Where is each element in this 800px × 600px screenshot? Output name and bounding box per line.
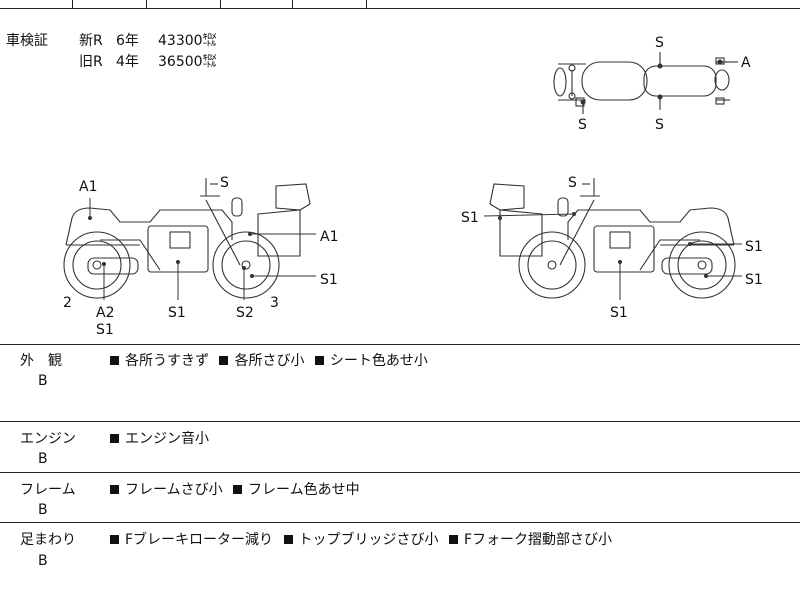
top-view-marker: S <box>655 117 664 133</box>
section-divider <box>0 522 800 523</box>
section-grade-suspension: B <box>38 553 48 569</box>
condition-item: フレームさび小 <box>125 482 223 498</box>
section-items-frame: フレームさび小 フレーム色あせ中 <box>106 479 362 499</box>
inspection-r-new: 新R <box>79 33 103 49</box>
top-cell-divider <box>72 0 73 8</box>
left-side-marker: S1 <box>168 305 186 321</box>
left-side-marker: 2 <box>63 295 72 311</box>
condition-item: Fブレーキローター減り <box>125 532 274 548</box>
left-side-marker: S1 <box>320 272 338 288</box>
condition-item: 各所さび小 <box>234 353 305 369</box>
section-items-engine: エンジン音小 <box>106 428 211 448</box>
bullet-square <box>219 356 229 365</box>
bullet-square <box>110 434 119 443</box>
bullet-square <box>110 535 119 544</box>
left-side-motorcycle <box>63 178 311 299</box>
section-label-suspension: 足まわり <box>20 532 76 548</box>
top-cell-divider <box>366 0 367 8</box>
condition-item: 各所うすきず <box>125 353 209 369</box>
right-side-marker: S1 <box>745 239 763 255</box>
bullet-square <box>110 485 119 494</box>
inspection-km-new: 43300㌖ <box>158 33 217 49</box>
right-side-marker: S1 <box>745 272 763 288</box>
top-cell-divider <box>292 0 293 8</box>
inspection-r-old: 旧R <box>79 54 103 70</box>
section-label-frame: フレーム <box>20 482 76 498</box>
inspection-km-old: 36500㌖ <box>158 54 217 70</box>
top-view-marker: A <box>741 55 751 71</box>
top-view-motorcycle <box>553 52 738 114</box>
left-side-marker: A2 <box>96 305 114 321</box>
section-items-suspension: Fブレーキローター減り トップブリッジさび小 Fフォーク摺動部さび小 <box>106 529 614 549</box>
right-side-marker: S1 <box>610 305 628 321</box>
condition-item: エンジン音小 <box>125 431 209 447</box>
motorcycle-diagram: S S S A <box>63 35 763 338</box>
right-side-motorcycle <box>489 178 736 299</box>
left-side-marker: A1 <box>320 229 338 245</box>
top-view-marker: S <box>578 117 587 133</box>
top-cell-divider <box>220 0 221 8</box>
bullet-square <box>283 535 293 544</box>
left-side-marker: 3 <box>270 295 279 311</box>
section-grade-frame: B <box>38 502 48 518</box>
top-cell-divider <box>146 0 147 8</box>
section-divider <box>0 472 800 473</box>
section-items-exterior: 各所うすきず 各所さび小 シート色あせ小 <box>106 350 430 370</box>
bullet-square <box>448 535 458 544</box>
inspection-years-old: 4年 <box>116 54 139 70</box>
section-label-engine: エンジン <box>20 431 76 447</box>
condition-item: シート色あせ小 <box>329 353 428 369</box>
left-side-marker: S2 <box>236 305 254 321</box>
top-table-border <box>0 8 800 9</box>
section-grade-engine: B <box>38 451 48 467</box>
bullet-square <box>233 485 243 494</box>
section-label-exterior: 外 観 <box>20 353 62 369</box>
section-divider <box>0 421 800 422</box>
left-side-marker: S1 <box>96 322 114 338</box>
left-side-marker: A1 <box>79 179 97 195</box>
condition-item: フレーム色あせ中 <box>248 482 360 498</box>
bullet-square <box>110 356 119 365</box>
top-view-marker: S <box>655 35 664 51</box>
inspection-years-new: 6年 <box>116 33 139 49</box>
section-divider <box>0 344 800 345</box>
section-grade-exterior: B <box>38 373 48 389</box>
left-side-marker: S <box>220 175 229 191</box>
right-side-marker: S1 <box>461 210 479 226</box>
right-side-marker: S <box>568 175 577 191</box>
bullet-square <box>314 356 324 365</box>
condition-item: トップブリッジさび小 <box>298 532 439 548</box>
inspection-label: 車検証 <box>6 33 48 49</box>
condition-item: Fフォーク摺動部さび小 <box>463 532 613 548</box>
